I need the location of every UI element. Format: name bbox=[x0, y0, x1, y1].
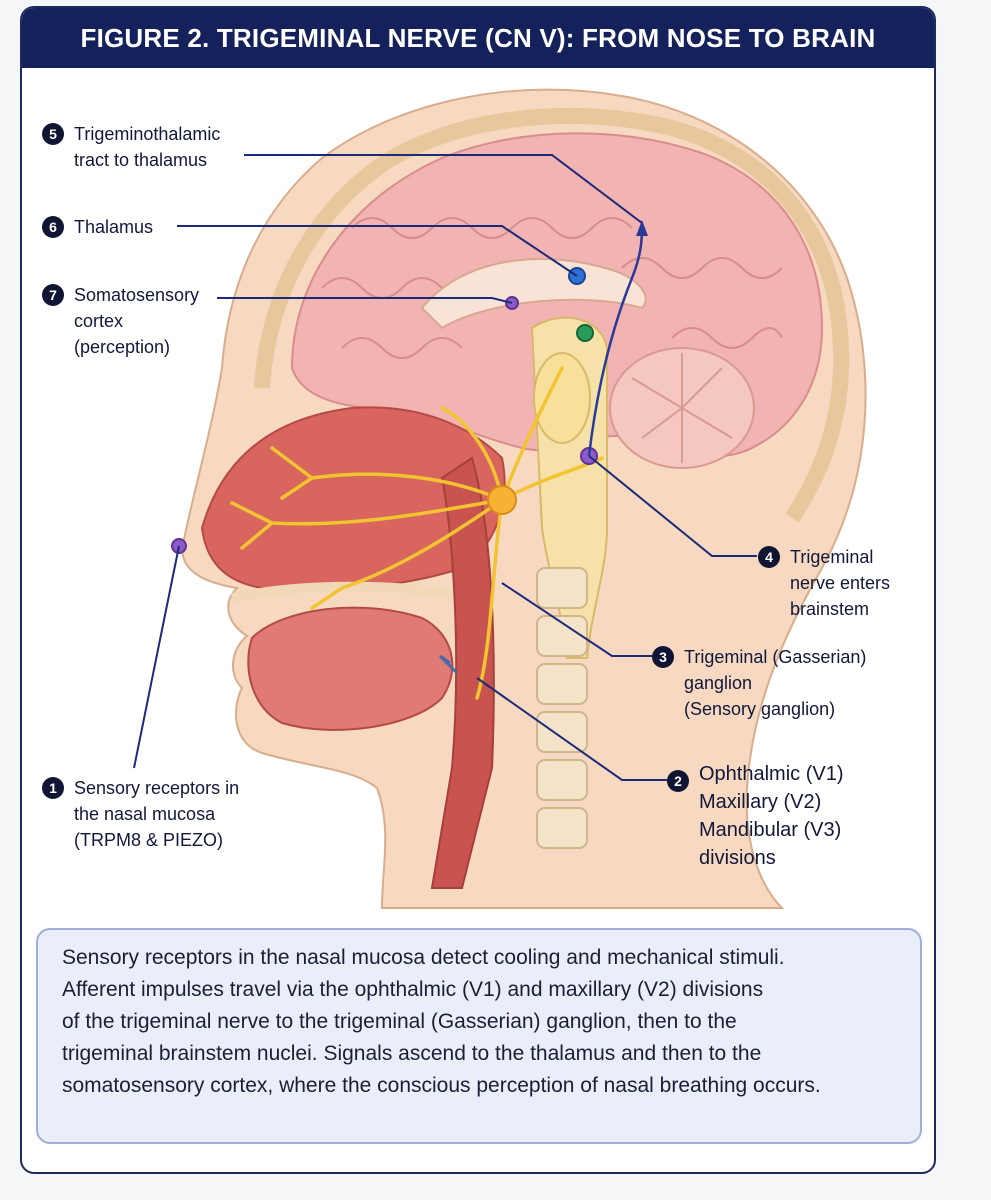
label-line: Sensory receptors in bbox=[74, 778, 240, 798]
label-line: Maxillary (V2) bbox=[699, 791, 822, 813]
label-4-nerve-enters-brainstem: 4 Trigeminal nerve enters brainstem bbox=[758, 544, 890, 622]
label-6-thalamus: 6 Thalamus bbox=[42, 214, 153, 240]
label-line: Thalamus bbox=[74, 217, 154, 237]
pharynx-arrow bbox=[438, 654, 459, 675]
figure-frame: FIGURE 2. TRIGEMINAL NERVE (CN V): FROM … bbox=[20, 6, 936, 1174]
label-number-2: 2 bbox=[667, 770, 689, 792]
label-line: (perception) bbox=[74, 337, 171, 357]
label-line: ganglion bbox=[684, 673, 753, 693]
skull bbox=[254, 108, 850, 523]
label-line: divisions bbox=[699, 847, 776, 869]
label-number-3: 3 bbox=[652, 646, 674, 668]
label-line: tract to thalamus bbox=[74, 150, 208, 170]
label-line: (TRPM8 & PIEZO) bbox=[74, 830, 224, 850]
green-node bbox=[576, 324, 594, 342]
leader-lines bbox=[133, 154, 757, 781]
label-2-divisions: 2 Ophthalmic (V1) Maxillary (V2) Mandibu… bbox=[667, 760, 844, 872]
label-line: Mandibular (V3) bbox=[699, 819, 842, 841]
label-number-5: 5 bbox=[42, 123, 64, 145]
thalamus-shape bbox=[533, 352, 591, 444]
gasserian-ganglion bbox=[487, 485, 517, 515]
tongue bbox=[247, 606, 454, 731]
label-line: Trigeminal bbox=[790, 547, 874, 567]
label-line: cortex bbox=[74, 311, 124, 331]
caption-line: Sensory receptors in the nasal mucosa de… bbox=[62, 946, 785, 969]
tract-arrowhead bbox=[636, 220, 648, 236]
label-number-4: 4 bbox=[758, 546, 780, 568]
label-7-somatosensory-cortex: 7 Somatosensory cortex (perception) bbox=[42, 282, 199, 360]
label-number-7: 7 bbox=[42, 284, 64, 306]
label-line: Trigeminothalamic bbox=[74, 124, 221, 144]
cerebellum-folia bbox=[631, 353, 733, 463]
caption-line: of the trigeminal nerve to the trigemina… bbox=[62, 1010, 737, 1033]
trigeminothalamic-tract bbox=[587, 222, 644, 457]
label-line: brainstem bbox=[790, 599, 870, 619]
cervical-spine bbox=[536, 567, 588, 849]
label-line: Ophthalmic (V1) bbox=[699, 763, 844, 785]
caption-line: somatosensory cortex, where the consciou… bbox=[62, 1074, 821, 1097]
label-number-1: 1 bbox=[42, 777, 64, 799]
brain-gyri bbox=[321, 217, 783, 359]
label-line: Somatosensory bbox=[74, 285, 200, 305]
label-1-sensory-receptors: 1 Sensory receptors in the nasal mucosa … bbox=[42, 775, 239, 853]
label-line: the nasal mucosa bbox=[74, 804, 216, 824]
label-line: nerve enters bbox=[790, 573, 891, 593]
label-line: (Sensory ganglion) bbox=[684, 699, 836, 719]
pharynx bbox=[430, 456, 495, 889]
figure-title: FIGURE 2. TRIGEMINAL NERVE (CN V): FROM … bbox=[22, 8, 934, 68]
palate bbox=[230, 581, 474, 603]
label-3-gasserian-ganglion: 3 Trigeminal (Gasserian) ganglion (Senso… bbox=[652, 644, 866, 722]
figure-caption: Sensory receptors in the nasal mucosa de… bbox=[36, 928, 922, 1144]
caption-line: trigeminal brainstem nuclei. Signals asc… bbox=[62, 1042, 762, 1065]
head-anatomy-illustration bbox=[133, 88, 867, 909]
label-line: Trigeminal (Gasserian) bbox=[684, 647, 867, 667]
label-5-trigeminothalamic-tract: 5 Trigeminothalamic tract to thalamus bbox=[42, 121, 220, 173]
caption-line: Afferent impulses travel via the ophthal… bbox=[62, 978, 764, 1001]
label-number-6: 6 bbox=[42, 216, 64, 238]
